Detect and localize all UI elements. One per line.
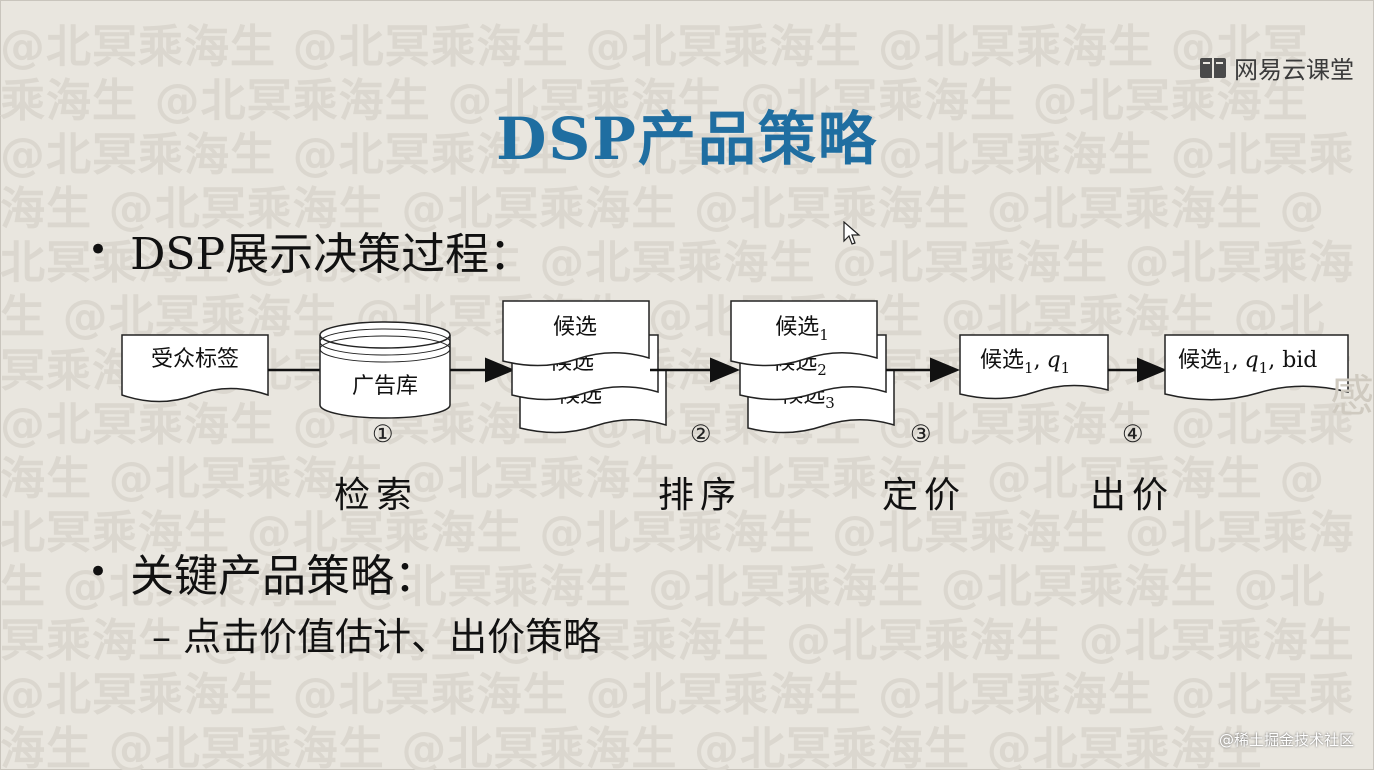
slide-title: DSP产品策略 bbox=[496, 105, 878, 173]
edge-character: 感 bbox=[1330, 371, 1374, 422]
sub-bullet-item: – 点击价值估计、出价策略 bbox=[152, 615, 602, 659]
step-label-rank: 排序 bbox=[658, 475, 743, 516]
priced-q: q bbox=[1047, 348, 1061, 373]
step-number-4: ④ bbox=[1122, 420, 1144, 448]
bid-word: , bid bbox=[1268, 348, 1317, 373]
candidate-label: 候选 bbox=[553, 315, 597, 340]
step-label-bid: 出价 bbox=[1090, 475, 1175, 516]
bullet-item-strategy: • 关键产品策略： bbox=[88, 540, 438, 604]
svg-text:候选1,q1: 候选1,q1 bbox=[980, 348, 1070, 377]
bid-q-subscript: 1 bbox=[1259, 359, 1269, 377]
svg-text:候选1: 候选1 bbox=[775, 315, 829, 344]
bid-candidate-node: 候选1,q1, bid bbox=[1164, 334, 1349, 401]
step-number-2: ② bbox=[690, 420, 712, 448]
bullet-marker: • bbox=[88, 230, 109, 270]
bullet-marker: • bbox=[88, 552, 109, 592]
ranked-subscript: 1 bbox=[819, 326, 829, 344]
bullet-text: DSP展示决策过程： bbox=[130, 229, 534, 280]
bullet-text: 关键产品策略： bbox=[130, 551, 439, 602]
mouse-cursor-icon bbox=[843, 221, 861, 245]
ranked-candidate-stack: 候选3 候选2 候选1 bbox=[730, 300, 895, 434]
step-number-3: ③ bbox=[910, 420, 932, 448]
priced-candidate-node: 候选1,q1 bbox=[959, 334, 1109, 400]
priced-candidate-label: 候选 bbox=[980, 348, 1024, 373]
bullet-item-process: • DSP展示决策过程： bbox=[88, 218, 533, 282]
step-number-1: ① bbox=[372, 420, 394, 448]
brand-name: 网易云课堂 bbox=[1234, 56, 1354, 84]
book-icon bbox=[1200, 57, 1226, 78]
audience-tag-node: 受众标签 bbox=[121, 334, 269, 403]
priced-q-subscript: 1 bbox=[1061, 359, 1071, 377]
ad-library-node: 广告库 bbox=[319, 321, 451, 419]
priced-comma: , bbox=[1034, 348, 1041, 373]
step-label-price: 定价 bbox=[882, 475, 967, 516]
ranked-candidate-label: 候选 bbox=[775, 315, 819, 340]
footer-credit: @稀土掘金技术社区 bbox=[1218, 731, 1354, 749]
step-label-retrieve: 检索 bbox=[334, 475, 419, 516]
ad-library-label: 广告库 bbox=[352, 374, 418, 399]
ranked-subscript: 3 bbox=[825, 394, 835, 412]
brand-logo: 网易云课堂 bbox=[1198, 50, 1354, 85]
ranked-subscript: 2 bbox=[817, 361, 827, 379]
bid-q: q bbox=[1245, 348, 1259, 373]
bid-comma: , bbox=[1232, 348, 1239, 373]
candidate-stack: 候选 候选 候选 bbox=[502, 300, 667, 434]
svg-text:候选1,q1, bid: 候选1,q1, bid bbox=[1178, 348, 1317, 377]
priced-subscript: 1 bbox=[1024, 359, 1034, 377]
bid-subscript: 1 bbox=[1222, 359, 1232, 377]
audience-tag-label: 受众标签 bbox=[151, 347, 239, 372]
bid-candidate-label: 候选 bbox=[1178, 348, 1222, 373]
